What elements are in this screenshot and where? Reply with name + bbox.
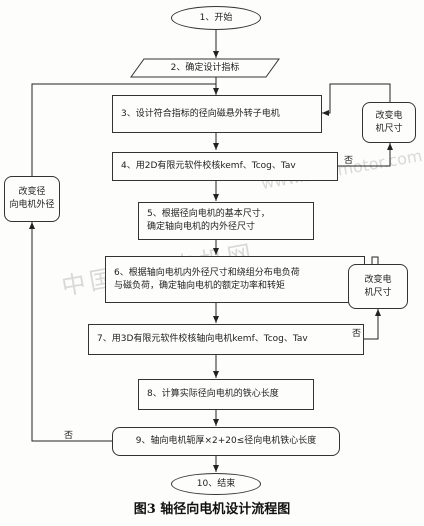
step2-label: 2、确定设计指标 xyxy=(170,62,240,73)
change-size-box-top: 改变电 机尺寸 xyxy=(362,102,416,143)
step7-label: 7、用3D有限元软件校核轴向电机kemf、Tcog、Tav xyxy=(97,334,308,344)
loop-left-back xyxy=(31,83,216,176)
step9-node: 9、轴向电机轭厚×2+20≤径向电机铁心长度 xyxy=(112,427,340,456)
step3-node: 3、设计符合指标的径向磁悬外转子电机 xyxy=(112,95,322,133)
start-node: 1、开始 xyxy=(171,6,261,30)
step7-node: 7、用3D有限元软件校核轴向电机kemf、Tcog、Tav xyxy=(88,324,364,355)
step5-label-line2: 确定轴向电机的内外径尺寸 xyxy=(147,222,256,232)
no-label-step9: 否 xyxy=(64,431,74,441)
change-top-line2: 机尺寸 xyxy=(375,123,403,134)
step2-node: 2、确定设计指标 xyxy=(130,58,280,78)
loop-step4-no xyxy=(338,143,393,167)
step2-shape xyxy=(130,58,280,78)
step5-node: 5、根据径向电机的基本尺寸， 确定轴向电机的内外径尺寸 xyxy=(138,202,314,240)
step4-node: 4、用2D有限元软件校核kemf、Tcog、Tav xyxy=(112,152,338,181)
change-radial-outer-diameter-box: 改变径 向电机外径 xyxy=(4,176,60,222)
loop-step7-no xyxy=(364,309,381,340)
change-left-line2: 向电机外径 xyxy=(9,200,55,210)
change-size-box-mid: 改变电 机尺寸 xyxy=(348,264,408,309)
step5-label-line1: 5、根据径向电机的基本尺寸， xyxy=(147,209,270,219)
no-label-step4: 否 xyxy=(344,156,354,166)
step3-label: 3、设计符合指标的径向磁悬外转子电机 xyxy=(121,108,280,119)
step8-node: 8、计算实际径向电机的铁心长度 xyxy=(138,379,314,410)
step6-label-line1: 6、根据轴向电机内外径尺寸和绕组分布电负荷 xyxy=(114,267,300,278)
start-label: 1、开始 xyxy=(199,12,233,23)
loop-right-top-back xyxy=(322,83,391,116)
step6-node: 6、根据轴向电机内外径尺寸和绕组分布电负荷 与磁负荷，确定轴向电机的额定功率和转… xyxy=(105,256,365,303)
step9-label: 9、轴向电机轭厚×2+20≤径向电机铁心长度 xyxy=(135,436,317,446)
change-left-line1: 改变径 xyxy=(18,187,46,197)
figure-caption: 图3 轴径向电机设计流程图 xyxy=(133,502,291,517)
change-mid-line2: 机尺寸 xyxy=(364,287,392,298)
step8-label: 8、计算实际径向电机的铁心长度 xyxy=(147,389,279,399)
step6-label-line2: 与磁负荷，确定轴向电机的额定功率和转矩 xyxy=(114,280,286,291)
step4-label: 4、用2D有限元软件校核kemf、Tcog、Tav xyxy=(121,161,296,171)
change-top-line1: 改变电 xyxy=(375,110,403,121)
loop-step9-no xyxy=(29,222,112,442)
change-mid-line1: 改变电 xyxy=(364,274,392,285)
end-label: 10、结束 xyxy=(196,478,236,489)
no-label-step7: 否 xyxy=(352,329,362,339)
end-node: 10、结束 xyxy=(171,473,261,495)
